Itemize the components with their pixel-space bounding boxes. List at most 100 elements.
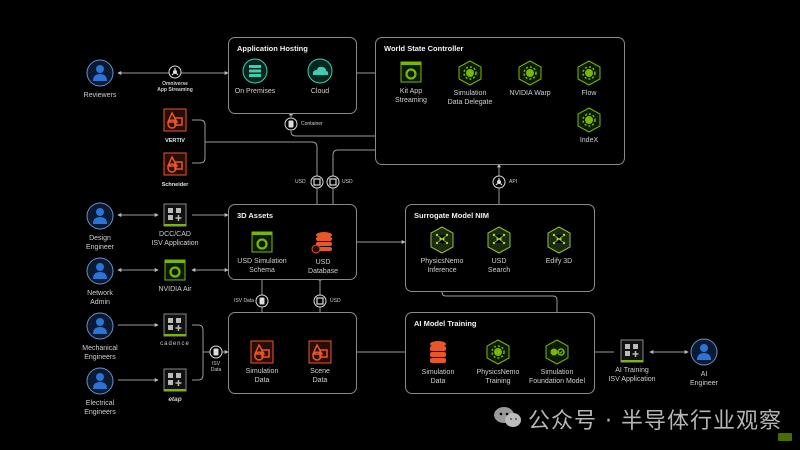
- container-icon: [284, 117, 298, 131]
- gear-hex-icon: [577, 60, 601, 86]
- electrical-engineers-label: Electrical Engineers: [84, 400, 116, 416]
- isv-data-icon: [255, 294, 269, 308]
- simulation-data-node[interactable]: Simulation Data: [222, 340, 302, 385]
- apps-grid-icon: [163, 368, 187, 392]
- etap-app-node[interactable]: etap: [135, 368, 215, 404]
- mechanical-engineers-label: Mechanical Engineers: [82, 345, 118, 361]
- ai-training-isv-node[interactable]: AI Training ISV Application: [592, 339, 672, 384]
- ai-engineer-node[interactable]: AI Engineer: [664, 337, 744, 388]
- electrical-engineers-node[interactable]: Electrical Engineers: [60, 366, 140, 417]
- reviewers-node[interactable]: Reviewers: [60, 58, 140, 100]
- usd-icon: [326, 175, 340, 189]
- physicsnemo-inference-node[interactable]: PhysicsNemo Inference: [402, 226, 482, 275]
- gear-hex-icon: [577, 107, 601, 133]
- edify-3d-label: Edify 3D: [545, 258, 573, 265]
- database-icon: [430, 341, 446, 363]
- user-icon: [86, 367, 114, 395]
- cadence-logo: cadence: [160, 341, 190, 347]
- cloud-label: Cloud: [310, 88, 330, 95]
- usd-database-label: USD Database: [308, 259, 338, 275]
- user-icon: [86, 59, 114, 87]
- 3d-assets-box: 3D Assets: [228, 204, 357, 280]
- usd-left-tag: USD: [295, 179, 306, 185]
- omniverse-icon: [168, 65, 182, 79]
- on-premises-node[interactable]: On Premises: [215, 58, 295, 96]
- watermark-text: 公众号 · 半导体行业观察: [528, 409, 782, 434]
- simulation-foundation-model-node[interactable]: Simulation Foundation Model: [517, 339, 597, 386]
- index-node[interactable]: IndeX: [549, 107, 629, 145]
- nvidia-warp-label: NVIDIA Warp: [509, 90, 551, 97]
- nvidia-air-node[interactable]: NVIDIA Air: [135, 258, 215, 294]
- ai-engineer-label: AI Engineer: [689, 371, 719, 387]
- usd-icon: [313, 294, 327, 308]
- server-icon: [242, 58, 268, 84]
- simulation-cube-icon: [308, 340, 332, 364]
- index-label: IndeX: [579, 137, 599, 144]
- network-admin-label: Network Admin: [87, 290, 113, 306]
- apps-grid-icon: [620, 339, 644, 363]
- nim-cube-icon: [487, 226, 511, 254]
- physicsnemo-training-node[interactable]: PhysicsNemo Training: [458, 339, 538, 386]
- container-tag: Container: [301, 121, 323, 127]
- user-icon: [86, 202, 114, 230]
- ai-training-isv-label: AI Training ISV Application: [608, 367, 656, 383]
- usd-search-node[interactable]: USD Search: [459, 226, 539, 275]
- usd-right-tag: USD: [342, 179, 353, 185]
- isv-data-left-tag: ISV Data: [210, 361, 222, 373]
- omniverse-app-streaming-tag: Omniverse App Streaming: [157, 81, 193, 93]
- user-icon: [86, 312, 114, 340]
- network-admin-node[interactable]: Network Admin: [60, 256, 140, 307]
- usd-bottom-tag: USD: [330, 298, 341, 304]
- simulation-cube-icon: [163, 108, 187, 132]
- cloud-node[interactable]: Cloud: [280, 58, 360, 96]
- isv-data-top-tag: ISV Data: [234, 298, 255, 304]
- foundation-model-icon: [545, 339, 569, 365]
- usd-database-node[interactable]: USD Database: [283, 229, 363, 276]
- ai-simulation-data-label: Simulation Data: [421, 369, 455, 385]
- simulation-data-delegate-node[interactable]: Simulation Data Delegate: [430, 60, 510, 107]
- world-state-controller-box: World State Controller: [375, 37, 625, 165]
- apps-grid-icon: [163, 313, 187, 337]
- mechanical-engineers-node[interactable]: Mechanical Engineers: [60, 311, 140, 362]
- kit-app-streaming-node[interactable]: Kit App Streaming: [371, 60, 451, 105]
- nim-cube-icon: [547, 226, 571, 254]
- cloud-icon: [307, 58, 333, 84]
- apps-grid-icon: [163, 203, 187, 227]
- nvidia-air-label: NVIDIA Air: [158, 286, 192, 293]
- 3d-assets-title: 3D Assets: [237, 211, 273, 220]
- scene-data-node[interactable]: Scene Data: [280, 340, 360, 385]
- surrogate-model-nim-title: Surrogate Model NIM: [414, 211, 490, 220]
- user-icon: [86, 257, 114, 285]
- api-tag: API: [509, 179, 518, 185]
- world-state-controller-title: World State Controller: [384, 44, 464, 53]
- design-engineer-node[interactable]: Design Engineer: [60, 201, 140, 252]
- usd-simulation-schema-node[interactable]: USD Simulation Schema: [222, 230, 302, 275]
- nim-cube-icon: [430, 226, 454, 254]
- ai-model-training-title: AI Model Training: [414, 319, 477, 328]
- simulation-data-label: Simulation Data: [245, 368, 279, 384]
- usd-search-label: USD Search: [487, 258, 511, 274]
- edify-3d-node[interactable]: Edify 3D: [519, 226, 599, 266]
- simulation-cube-icon: [163, 152, 187, 176]
- data-sources-box: [228, 312, 357, 394]
- usd-simulation-schema-label: USD Simulation Schema: [237, 258, 287, 274]
- simulation-data-delegate-label: Simulation Data Delegate: [447, 90, 493, 106]
- gear-hex-icon: [458, 60, 482, 86]
- isv-data-icon: [209, 345, 223, 359]
- on-premises-label: On Premises: [234, 88, 276, 95]
- wechat-icon: [494, 407, 521, 427]
- flow-node[interactable]: Flow: [549, 60, 629, 98]
- database-icon: [311, 232, 332, 254]
- app-window-icon: [164, 259, 186, 281]
- usd-icon: [310, 175, 324, 189]
- app-window-icon: [400, 61, 422, 83]
- application-hosting-title: Application Hosting: [237, 44, 308, 53]
- nvidia-warp-node[interactable]: NVIDIA Warp: [490, 60, 570, 98]
- ai-simulation-data-node[interactable]: Simulation Data: [398, 339, 478, 386]
- schneider-logo: Schneider: [161, 182, 189, 188]
- dcc-cad-node[interactable]: DCC/CAD ISV Application: [135, 203, 215, 248]
- design-engineer-label: Design Engineer: [85, 235, 115, 251]
- app-window-icon: [251, 231, 273, 253]
- dcc-cad-label: DCC/CAD ISV Application: [151, 231, 199, 247]
- cadence-app-node[interactable]: cadence: [135, 313, 215, 349]
